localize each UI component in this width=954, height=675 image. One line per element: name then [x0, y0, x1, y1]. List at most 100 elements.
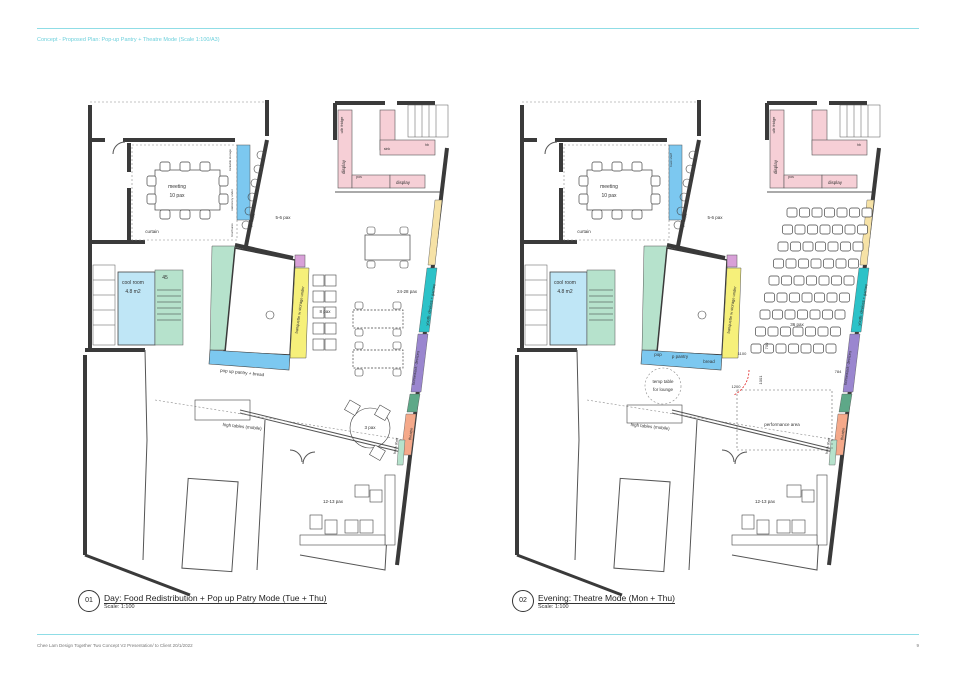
plan-label: book shelf: [393, 438, 400, 454]
theatre-chair: [789, 292, 800, 303]
chair: [354, 341, 364, 350]
theatre-chair: [786, 207, 798, 218]
theatre-chair: [810, 258, 822, 269]
theatre-chair: [801, 292, 813, 303]
theatre-chair: [831, 275, 842, 286]
theatre-chair: [797, 309, 808, 320]
plan-label: book shelf: [825, 438, 832, 454]
theatre-chair: [776, 292, 788, 303]
header-rule: [37, 28, 919, 29]
plan-label: book shelf: [669, 153, 673, 167]
theatre-chair: [802, 241, 814, 252]
day-furniture: [194, 150, 411, 461]
plan-label: 1200: [732, 384, 742, 389]
table: [352, 309, 404, 329]
plan-label: 1001: [758, 375, 763, 385]
theatre-chair: [772, 309, 783, 320]
plan-label: 3 pax: [364, 425, 376, 430]
plan-title: Evening: Theatre Mode (Mon + Thu): [538, 593, 675, 604]
plan-label: banquette w storage under: [294, 285, 306, 333]
theatre-chair: [755, 326, 766, 337]
plan-label: 36 pax: [790, 322, 804, 327]
plan-label: meeting: [600, 184, 618, 190]
stool: [312, 306, 325, 319]
theatre-chair: [780, 326, 791, 337]
high-stool: [676, 206, 686, 216]
theatre-chair: [817, 326, 829, 337]
stool: [312, 274, 325, 287]
performance-area: [736, 389, 833, 451]
footer-text: Chee Lam Design Together Two Concept V2 …: [37, 643, 193, 648]
stool: [312, 338, 325, 351]
theatre-chair: [857, 224, 868, 235]
plan-label: high table: [679, 212, 689, 231]
theatre-chair: [777, 241, 789, 252]
theatre-chair: [792, 326, 804, 337]
chair: [392, 301, 402, 310]
plan-label: display: [773, 159, 778, 174]
plan-label: 12-13 pax: [755, 499, 776, 504]
theatre-chair: [824, 207, 835, 218]
theatre-chair: [768, 275, 780, 286]
theatre-chair: [826, 292, 838, 303]
plan-label: pos: [788, 175, 794, 179]
theatre-chair: [848, 258, 859, 269]
chair: [399, 226, 409, 235]
stool: [312, 322, 325, 335]
theatre-chair: [790, 241, 801, 252]
plan-number: 01: [78, 590, 100, 612]
plan-label: pop: [654, 352, 662, 357]
plan-label: bread: [703, 359, 715, 364]
plan-label: curtain: [577, 229, 591, 234]
plan-label: hb: [857, 143, 861, 147]
high-stool: [241, 220, 251, 230]
theatre-chair: [832, 224, 843, 235]
chair: [354, 368, 364, 377]
stool: [324, 306, 337, 319]
plan-label: 10 pax: [601, 193, 617, 199]
plan-label: cool room: [122, 280, 144, 286]
theatre-chair: [861, 207, 873, 218]
theatre-chair: [830, 326, 841, 337]
chair: [366, 260, 376, 269]
high-table-mobile: [626, 404, 683, 424]
table: [364, 234, 411, 261]
theatre-chair: [852, 241, 864, 252]
high-stool: [682, 178, 692, 188]
temp-table: [644, 367, 682, 405]
high-stool: [673, 220, 683, 230]
theatre-chair: [793, 275, 805, 286]
theatre-chair: [781, 275, 792, 286]
stool: [324, 322, 337, 335]
theatre-chair: [799, 207, 810, 218]
high-table-mobile: [194, 399, 251, 421]
plan-label: display: [341, 159, 346, 174]
theatre-chair: [840, 241, 851, 252]
theatre-chair: [798, 258, 809, 269]
chair: [366, 226, 376, 235]
theatre-chair: [773, 258, 784, 269]
plan-label: hb: [425, 143, 429, 147]
theatre-chair: [805, 326, 816, 337]
theatre-chair: [815, 241, 826, 252]
theatre-chair: [807, 224, 818, 235]
plan-label: 24-28 pax: [397, 289, 418, 294]
high-stool: [685, 164, 695, 174]
stool: [324, 338, 337, 351]
plan-label: performance area: [764, 422, 800, 427]
theatre-chair: [794, 224, 806, 235]
theatre-chair: [844, 224, 856, 235]
plan-label: high table: [247, 212, 257, 231]
theatre-chair: [809, 309, 821, 320]
theatre-chair: [843, 275, 855, 286]
high-stool: [688, 150, 698, 160]
plan-scale: Scale: 1:100: [104, 604, 135, 610]
stool: [312, 290, 325, 303]
plan-label: curtain: [145, 229, 159, 234]
chair: [399, 260, 409, 269]
footer-rule: [37, 634, 919, 635]
plan-label: pos: [356, 175, 362, 179]
floor-plan-base: [515, 98, 882, 597]
theatre-chair: [785, 258, 797, 269]
